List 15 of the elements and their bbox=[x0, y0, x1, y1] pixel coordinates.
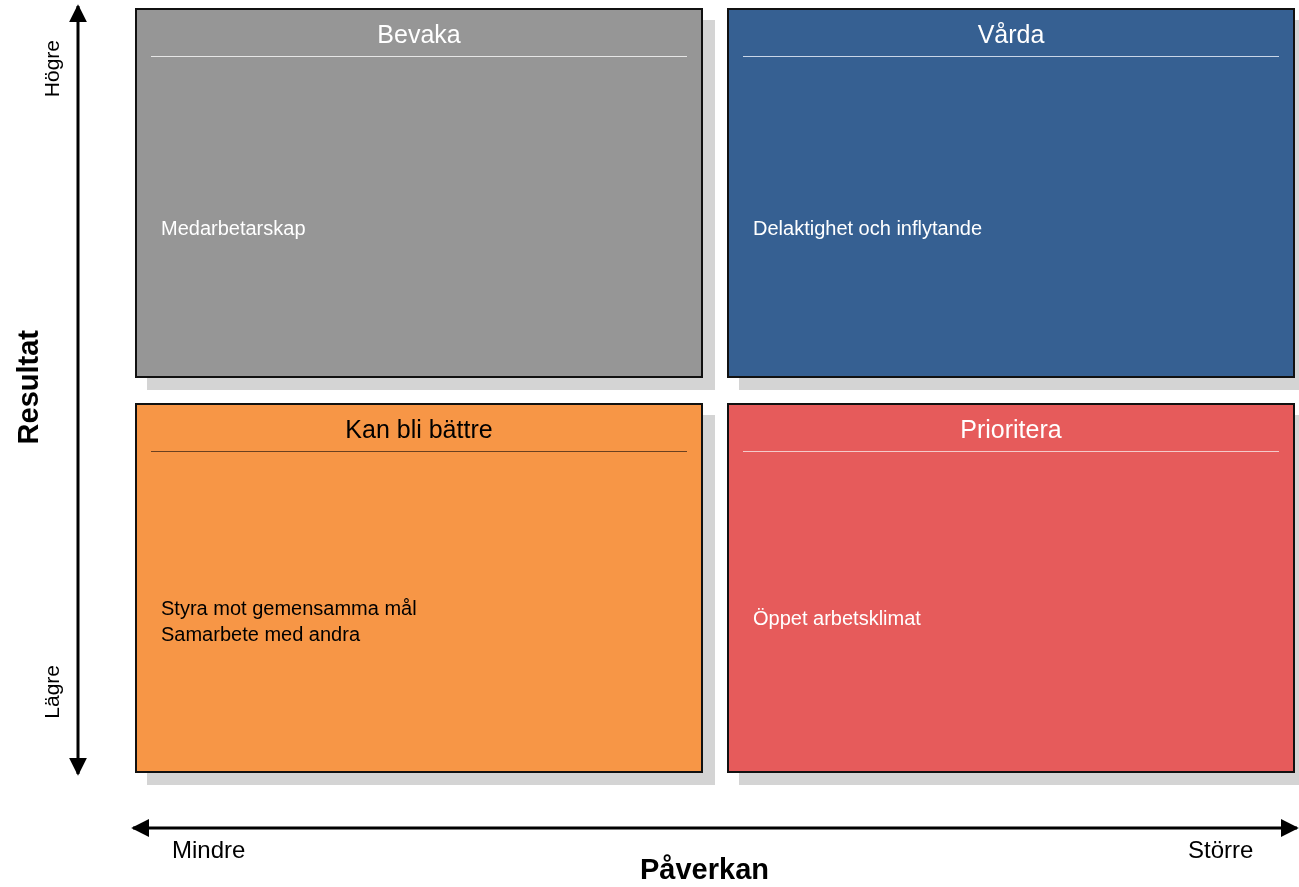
axis-end-label: Större bbox=[1188, 836, 1254, 864]
quadrant-text: Delaktighet och inflytande bbox=[753, 216, 983, 241]
quadrant-text: Styra mot gemensamma mål bbox=[161, 596, 417, 621]
axis-title: Resultat bbox=[12, 330, 45, 445]
quadrant-text: Medarbetarskap bbox=[161, 216, 306, 241]
axis-end-label: Lägre bbox=[40, 665, 64, 719]
axis-end-label: Mindre bbox=[172, 836, 246, 864]
quadrant-title: Vårda bbox=[976, 20, 1046, 49]
quadrant-title: Bevaka bbox=[376, 20, 462, 49]
axis-end-label: Högre bbox=[40, 40, 64, 98]
quadrant-text: Öppet arbetsklimat bbox=[753, 606, 921, 631]
quadrant-text: Samarbete med andra bbox=[161, 622, 360, 647]
quadrant-title: Prioritera bbox=[959, 415, 1063, 444]
quadrant-title: Kan bli bättre bbox=[344, 415, 494, 444]
axis-title: Påverkan bbox=[640, 853, 769, 886]
